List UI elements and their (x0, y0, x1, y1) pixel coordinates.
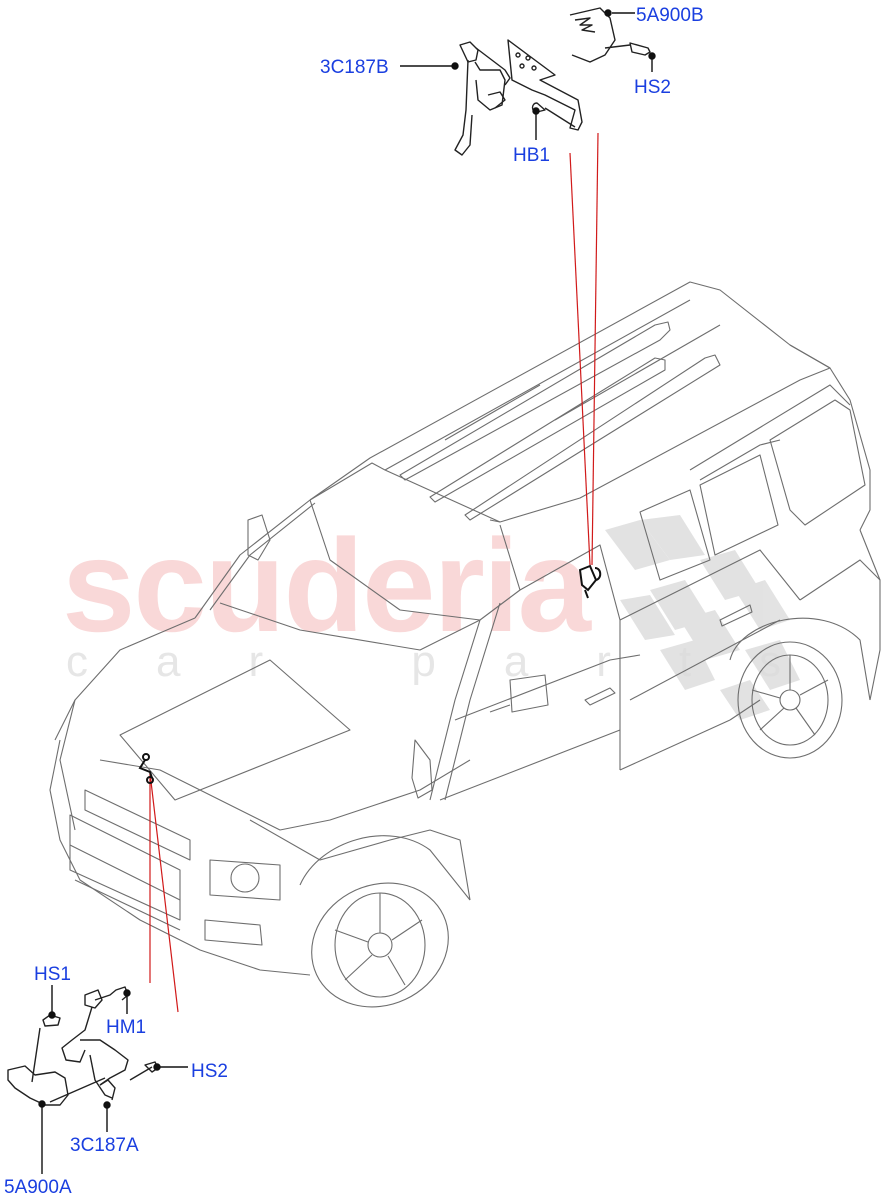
callout-leaders (38, 9, 656, 1174)
callout-5a900b: 5A900B (636, 5, 704, 26)
checker-watermark (605, 515, 800, 720)
callout-3c187b: 3C187B (320, 57, 389, 78)
rear-sensor-location-icon (578, 564, 602, 599)
rear-height-sensor-assembly (454, 7, 651, 156)
callout-hs1: HS1 (34, 964, 71, 985)
callout-hs2-front: HS2 (191, 1061, 228, 1082)
callout-hm1: HM1 (106, 1017, 147, 1038)
watermark-brand: scuderia (62, 512, 591, 659)
watermark-subtitle: car parts (66, 637, 850, 686)
front-height-sensor-assembly (7, 986, 159, 1106)
callout-hb1: HB1 (513, 145, 550, 166)
callout-hs2-rear: HS2 (634, 77, 671, 98)
callout-5a900a: 5A900A (4, 1177, 72, 1198)
car-body-outline (49, 281, 881, 1008)
front-sensor-location-icon (138, 753, 154, 784)
leader-lines (149, 132, 599, 1013)
callout-3c187a: 3C187A (70, 1135, 139, 1156)
